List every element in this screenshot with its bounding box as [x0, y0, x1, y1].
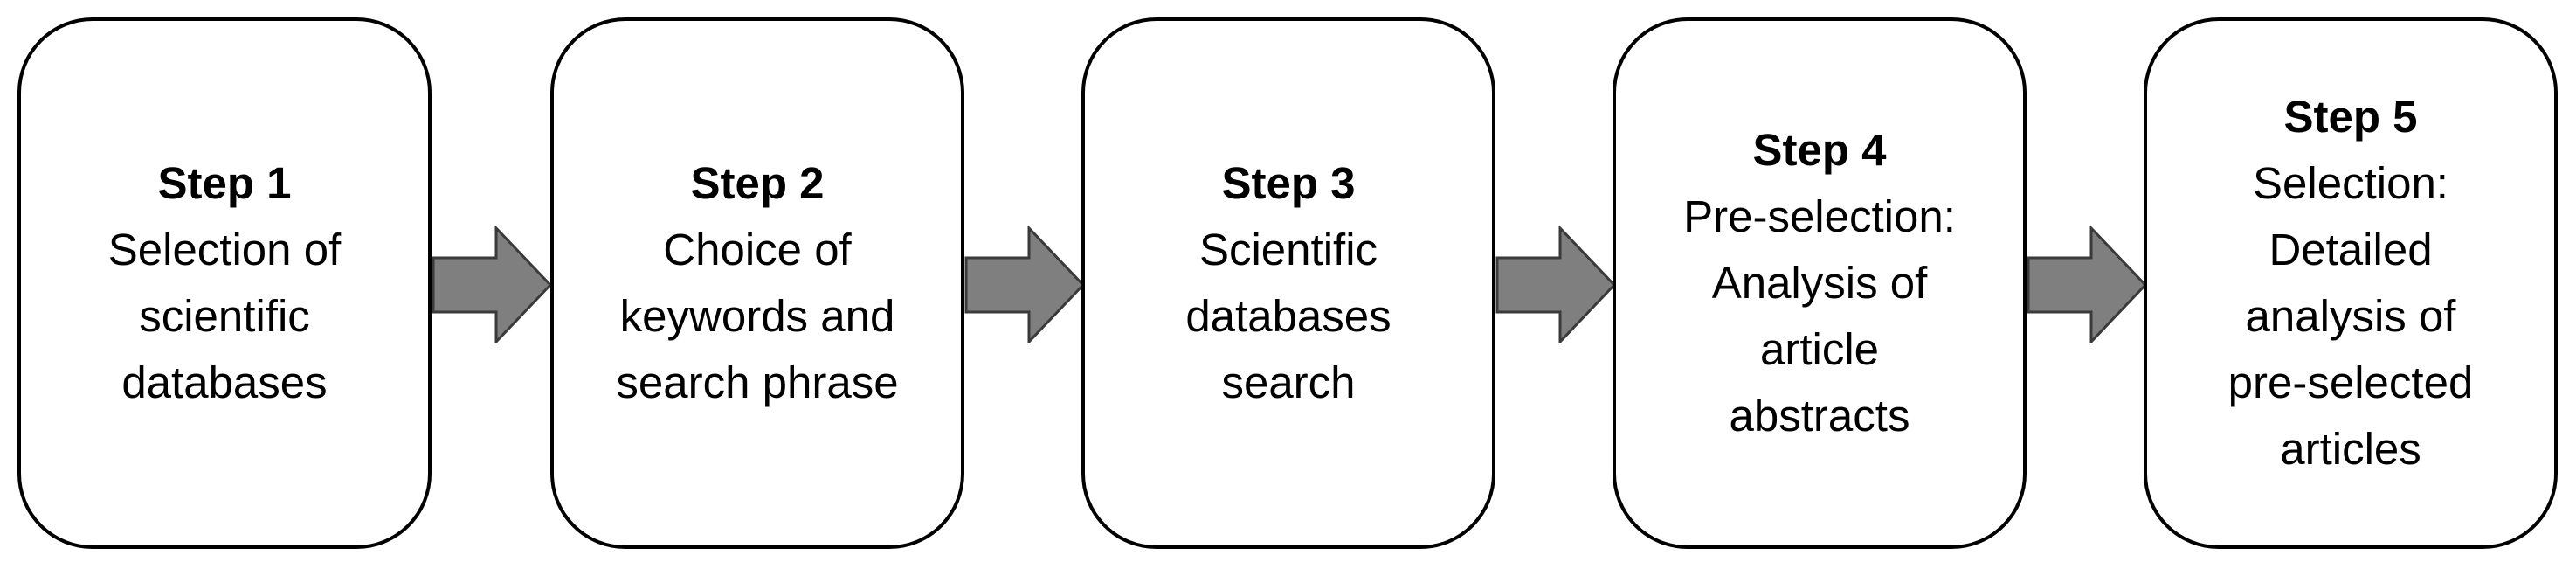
step-3-title: Step 3 [1221, 158, 1356, 208]
step-4-line-1: Pre-selection: [1683, 191, 1956, 241]
step-3-box: Step 3 Scientific databases search [1081, 17, 1495, 549]
step-2-line-2: keywords and [619, 291, 895, 341]
arrow-1-to-2-icon [432, 226, 553, 343]
step-4-line-3: article [1759, 324, 1880, 374]
step-5-line-5: articles [2280, 424, 2421, 474]
step-2-line-1: Choice of [663, 225, 852, 274]
arrow-3-to-4-icon [1495, 226, 1617, 343]
step-5-line-4: pre-selected [2227, 357, 2474, 407]
step-2-title: Step 2 [690, 158, 825, 208]
step-2-box: Step 2 Choice of keywords and search phr… [550, 17, 964, 549]
step-1-line-2: scientific [139, 291, 310, 341]
step-5-line-3: analysis of [2245, 291, 2456, 341]
step-5-line-1: Selection: [2253, 158, 2448, 208]
step-1-line-3: databases [121, 357, 328, 407]
step-1-title: Step 1 [157, 158, 292, 208]
step-5-box: Step 5 Selection: Detailed analysis of p… [2144, 17, 2558, 549]
arrow-2-to-3-icon [964, 226, 1086, 343]
step-1-box: Step 1 Selection of scientific databases [17, 17, 432, 549]
step-3-line-3: search [1221, 357, 1356, 407]
step-3-line-2: databases [1185, 291, 1392, 341]
step-4-line-2: Analysis of [1711, 258, 1928, 308]
step-1-line-1: Selection of [107, 225, 342, 274]
step-5-title: Step 5 [2283, 92, 2418, 142]
step-4-title: Step 4 [1752, 125, 1887, 175]
step-5-line-2: Detailed [2269, 225, 2433, 274]
arrow-4-to-5-icon [2027, 226, 2148, 343]
step-4-box: Step 4 Pre-selection: Analysis of articl… [1613, 17, 2027, 549]
step-2-line-3: search phrase [616, 357, 899, 407]
step-4-line-4: abstracts [1729, 391, 1910, 441]
step-3-line-1: Scientific [1198, 225, 1378, 274]
